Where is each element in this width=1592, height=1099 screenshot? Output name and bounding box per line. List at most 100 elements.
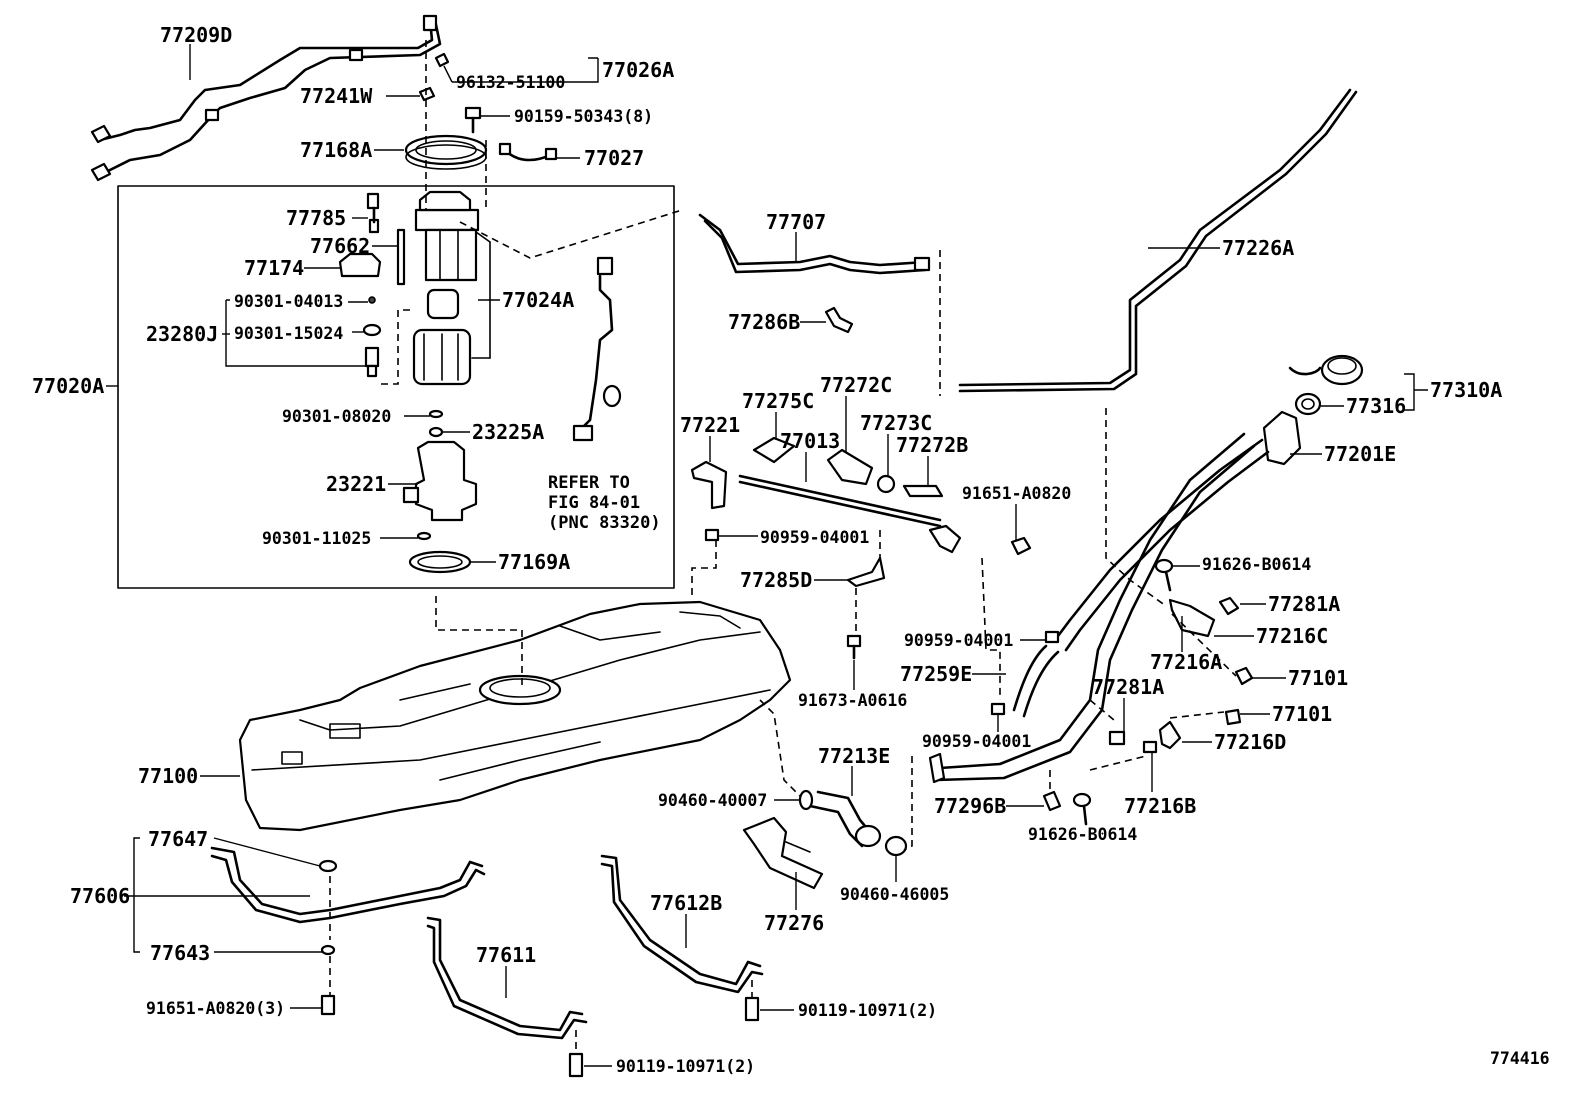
- label-77310a: 77310A: [1430, 378, 1502, 402]
- label-90301-11025: 90301-11025: [262, 529, 371, 548]
- label-77013: 77013: [780, 429, 840, 453]
- label-77272b: 77272B: [896, 433, 968, 457]
- label-77286b: 77286B: [728, 310, 800, 334]
- label-77221: 77221: [680, 413, 740, 437]
- label-77201e: 77201E: [1324, 442, 1396, 466]
- label-77273c: 77273C: [860, 411, 932, 435]
- label-77276: 77276: [764, 911, 824, 935]
- fuel-cap-77310a: [1288, 354, 1364, 386]
- sleeve-77272b: [902, 484, 944, 498]
- label-77316: 77316: [1346, 394, 1406, 418]
- label-77285d: 77285D: [740, 568, 812, 592]
- label-91651-a0820: 91651-A0820: [962, 484, 1071, 503]
- label-90460-40007: 90460-40007: [658, 791, 767, 810]
- hose-77213e: [798, 789, 882, 848]
- sender-gauge: [572, 256, 622, 442]
- label-77101-b: 77101: [1272, 702, 1332, 726]
- label-77611: 77611: [476, 943, 536, 967]
- label-77281a-a: 77281A: [1268, 592, 1340, 616]
- label-77785: 77785: [286, 206, 346, 230]
- bolt-90119-10971-a: [568, 1052, 584, 1078]
- hose-77707: [698, 213, 931, 275]
- label-77209d: 77209D: [160, 23, 232, 47]
- label-90460-46005: 90460-46005: [840, 885, 949, 904]
- bolts-77101: [1224, 666, 1254, 726]
- bracket-77285d: [846, 556, 886, 588]
- label-77026a: 77026A: [602, 58, 674, 82]
- gasket-77275c: [752, 436, 796, 464]
- hose-77276: [742, 816, 824, 890]
- part-labels: 77209D 96132-51100 77026A 77241W 90159-5…: [32, 23, 1550, 1076]
- bolt-91673-a0616: [846, 634, 862, 660]
- label-77296b: 77296B: [934, 794, 1006, 818]
- label-77020a: 77020A: [32, 374, 104, 398]
- label-90959-04001-b: 90959-04001: [904, 631, 1013, 650]
- breather-tube-77226a: [958, 88, 1358, 393]
- label-90119-10971-2-a: 90119-10971(2): [798, 1001, 937, 1020]
- label-77216c: 77216C: [1256, 624, 1328, 648]
- rod-77013: [738, 474, 962, 554]
- fuel-tank-77100: [238, 600, 792, 832]
- label-77281a-b: 77281A: [1092, 675, 1164, 699]
- label-90159-50343-8: 90159-50343(8): [514, 107, 653, 126]
- label-91626-b0614-b: 91626-B0614: [1028, 825, 1137, 844]
- label-90301-15024: 90301-15024: [234, 324, 343, 343]
- label-23225a: 23225A: [472, 420, 544, 444]
- label-77168a: 77168A: [300, 138, 372, 162]
- o-ring-90301-08020: [428, 409, 444, 419]
- filler-pipe-77201e: [928, 410, 1302, 784]
- bolt-90159-50343: [464, 106, 482, 134]
- leader-lines: [106, 44, 1428, 1067]
- o-ring-90301-11025: [416, 531, 432, 541]
- label-23280j: 23280J: [146, 322, 218, 346]
- label-90301-08020: 90301-08020: [282, 407, 391, 426]
- label-77275c: 77275C: [742, 389, 814, 413]
- label-77662: 77662: [310, 234, 370, 258]
- label-77216d: 77216D: [1214, 730, 1286, 754]
- label-77024a: 77024A: [502, 288, 574, 312]
- label-77101-a: 77101: [1288, 666, 1348, 690]
- seal-77273c: [876, 474, 896, 494]
- reference-note-line2: FIG 84-01: [548, 493, 640, 513]
- label-77241w: 77241W: [300, 84, 373, 108]
- fuel-pump-assembly-box-77020a: [117, 185, 675, 589]
- dashed-connectors: [329, 40, 1237, 1054]
- regulator-23280j: [362, 296, 382, 378]
- bolt-91651-a0820-3: [320, 994, 336, 1016]
- label-91626-b0614-a: 91626-B0614: [1202, 555, 1311, 574]
- label-77272c: 77272C: [820, 373, 892, 397]
- nut-77647: [318, 859, 338, 873]
- fuel-pump-module-77024a: [412, 190, 491, 386]
- label-77707: 77707: [766, 210, 826, 234]
- label-77100: 77100: [138, 764, 198, 788]
- label-77027: 77027: [584, 146, 644, 170]
- clamp-77286b: [824, 306, 854, 334]
- bolt-91626-b0614: [1072, 558, 1174, 826]
- hose-77259e: [1012, 644, 1060, 718]
- label-90959-04001-c: 90959-04001: [922, 732, 1031, 751]
- fuel-line-77209d: [90, 14, 442, 182]
- hose-77221: [690, 460, 728, 510]
- strap-77611: [426, 916, 588, 1040]
- brackets-77216: [1142, 598, 1216, 754]
- bolt-91651-a0820: [1010, 536, 1032, 556]
- gasket-77316: [1294, 392, 1322, 416]
- connector-77785: [366, 192, 380, 234]
- label-77213e: 77213E: [818, 744, 890, 768]
- label-77174: 77174: [244, 256, 304, 280]
- bolt-90119-10971-b: [744, 996, 760, 1022]
- strap-77606: [210, 846, 486, 924]
- gasket-77272c: [826, 448, 874, 486]
- label-90301-04013: 90301-04013: [234, 292, 343, 311]
- label-91651-a0820-3: 91651-A0820(3): [146, 999, 285, 1018]
- tube-77662: [396, 228, 406, 286]
- label-77259e: 77259E: [900, 662, 972, 686]
- label-77169a: 77169A: [498, 550, 570, 574]
- clip-77241w: [418, 86, 436, 102]
- clamp-77296b: [1042, 790, 1062, 812]
- clamp-90460-46005: [884, 835, 908, 857]
- label-90959-04001-a: 90959-04001: [760, 528, 869, 547]
- reference-note-line3: (PNC 83320): [548, 513, 661, 533]
- retainer-ring-77168a: [404, 134, 488, 170]
